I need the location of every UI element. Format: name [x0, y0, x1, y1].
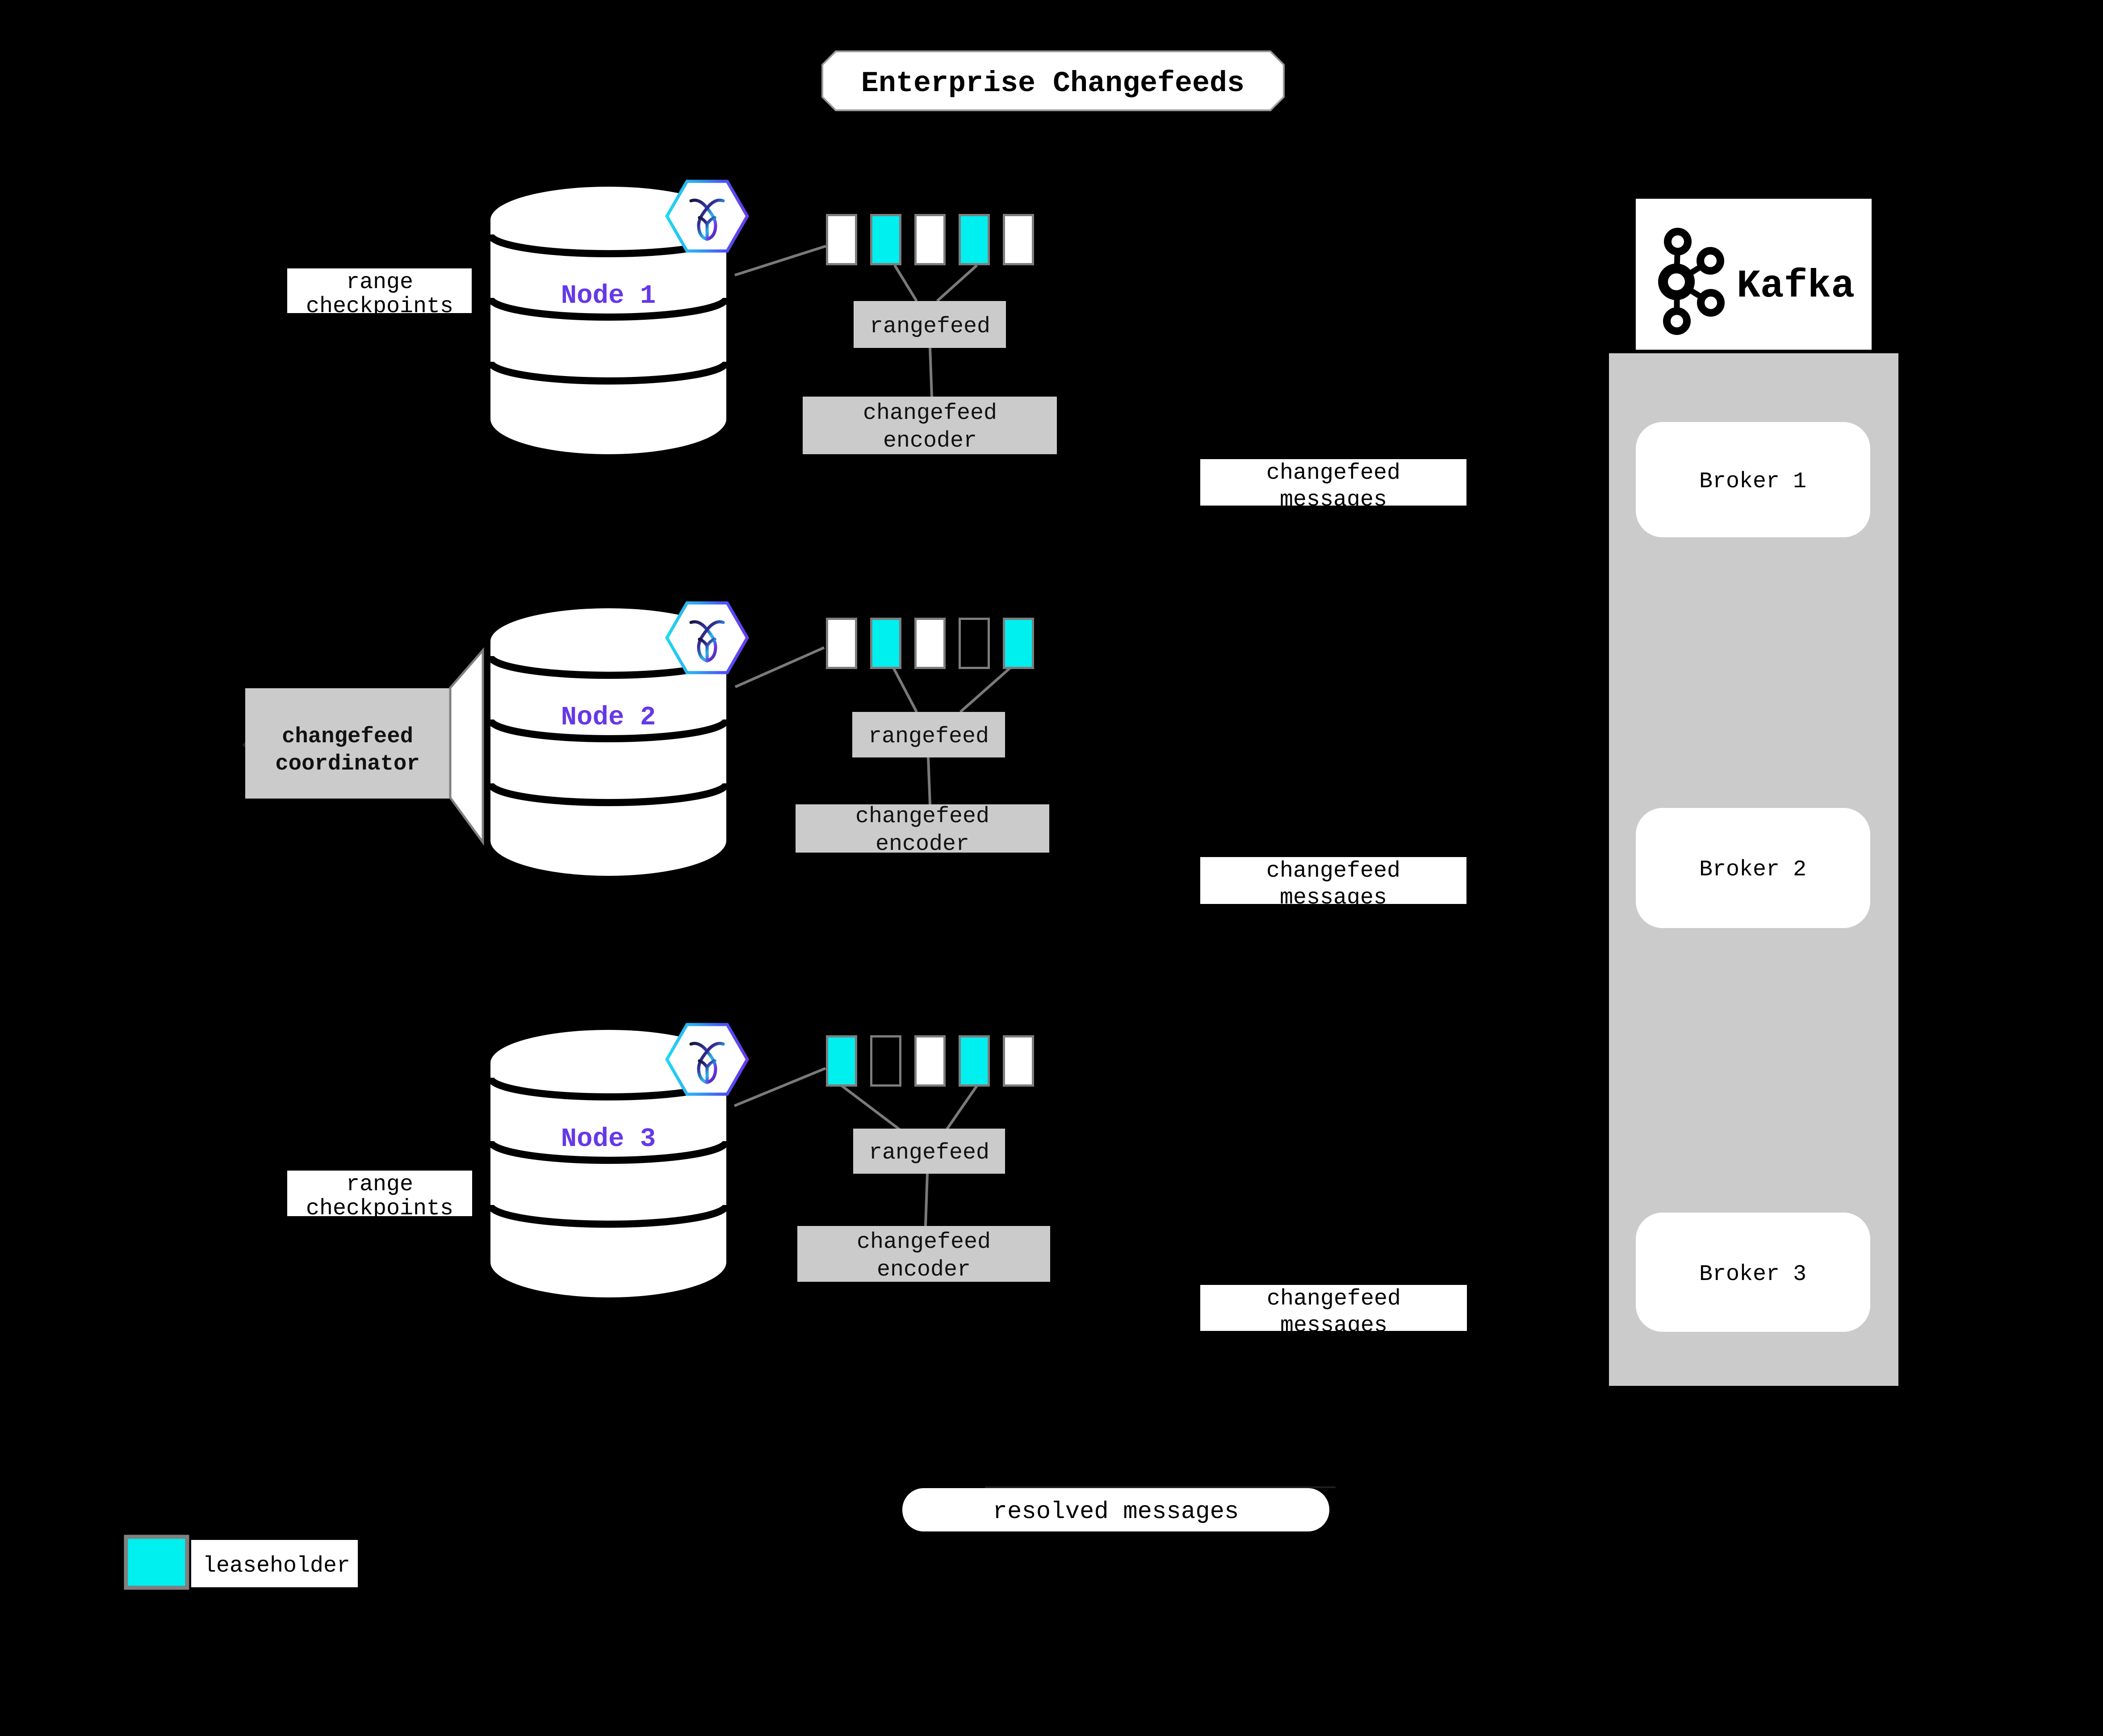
svg-text:messages: messages: [1280, 885, 1387, 911]
svg-text:changefeed: changefeed: [863, 401, 997, 426]
svg-text:messages: messages: [1280, 1313, 1387, 1339]
svg-text:rangefeed: rangefeed: [869, 1140, 989, 1166]
svg-text:rangefeed: rangefeed: [868, 724, 989, 749]
svg-text:changefeed: changefeed: [282, 724, 413, 749]
svg-text:range: range: [346, 270, 413, 295]
svg-text:changefeed: changefeed: [857, 1230, 991, 1255]
svg-text:encoder: encoder: [877, 1257, 971, 1283]
svg-text:Node 1: Node 1: [561, 281, 656, 311]
svg-text:changefeed: changefeed: [1267, 1286, 1401, 1312]
svg-text:changefeed: changefeed: [1266, 858, 1400, 884]
svg-text:resolved messages: resolved messages: [993, 1498, 1239, 1526]
svg-text:messages: messages: [1280, 487, 1387, 513]
svg-text:Node 2: Node 2: [561, 703, 656, 732]
svg-text:checkpoints: checkpoints: [306, 294, 453, 319]
svg-text:Broker 3: Broker 3: [1699, 1262, 1806, 1287]
svg-text:Broker 2: Broker 2: [1699, 857, 1806, 883]
svg-text:rangefeed: rangefeed: [870, 314, 990, 339]
svg-text:Node 3: Node 3: [561, 1124, 656, 1154]
svg-text:changefeed: changefeed: [855, 804, 989, 829]
svg-text:changefeed: changefeed: [1266, 460, 1400, 486]
svg-text:range: range: [346, 1172, 413, 1197]
svg-text:checkpoints: checkpoints: [306, 1196, 453, 1221]
svg-text:encoder: encoder: [883, 428, 977, 454]
svg-text:encoder: encoder: [876, 832, 969, 857]
svg-text:leaseholder: leaseholder: [203, 1553, 350, 1579]
svg-text:Kafka: Kafka: [1737, 264, 1855, 309]
svg-text:Broker 1: Broker 1: [1699, 469, 1806, 494]
svg-text:Enterprise Changefeeds: Enterprise Changefeeds: [861, 67, 1244, 100]
svg-text:coordinator: coordinator: [275, 751, 419, 776]
